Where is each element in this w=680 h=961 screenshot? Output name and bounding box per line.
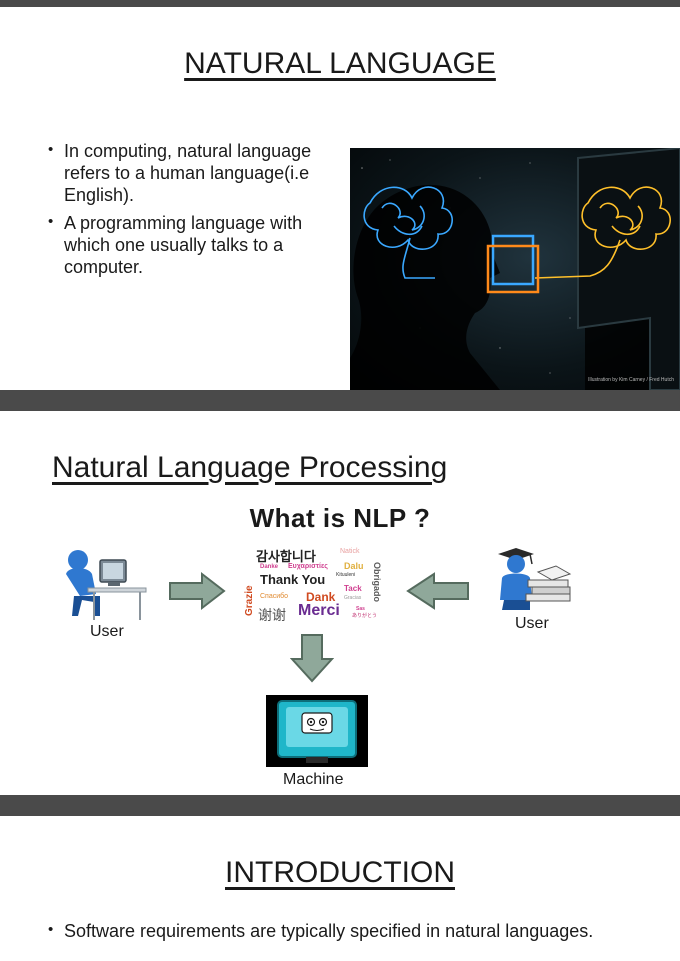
word-greek: Ευχαριστίες [288, 563, 328, 570]
slide-introduction: INTRODUCTION Software requirements are t… [0, 816, 680, 961]
thank-you-word-cloud: 감사합니다 Natick Danke Ευχαριστίες Dalu Than… [244, 546, 394, 626]
word-danke: Danke [260, 564, 279, 570]
slide-divider [0, 390, 680, 411]
top-bar [0, 0, 680, 7]
word-tack: Tack [344, 584, 362, 593]
user-label-right: User [515, 615, 549, 632]
word-gracias: Gracias [344, 595, 362, 601]
word-natick: Natick [340, 548, 360, 555]
arrow-right-icon [169, 571, 226, 611]
word-grazie: Grazie [244, 585, 255, 616]
image-credit: Illustration by Kim Carney / Fred Hutch [588, 377, 674, 383]
slide-nlp: Natural Language Processing What is NLP … [0, 411, 680, 795]
slide-natural-language: NATURAL LANGUAGE In computing, natural l… [0, 7, 680, 390]
word-dalu: Dalu [344, 561, 364, 571]
word-merci: Merci [298, 602, 340, 619]
word-obrigado: Obrigado [372, 562, 382, 602]
word-thank-you: Thank You [260, 572, 326, 587]
arrow-left-icon [406, 572, 469, 610]
word-dank: Dank [306, 590, 336, 604]
bullet-item: In computing, natural language refers to… [48, 139, 348, 206]
user-label-left: User [90, 623, 124, 640]
bullet-list: In computing, natural language refers to… [48, 139, 348, 284]
user-computer-icon [66, 550, 147, 620]
machine-computer-icon [266, 695, 368, 767]
slide-title: NATURAL LANGUAGE [184, 47, 496, 80]
word-arigato: ありがとう [352, 613, 378, 619]
slide-subtitle: What is NLP ? [249, 503, 431, 533]
word-sas: Sas [356, 606, 365, 612]
bullet-item: Software requirements are typically spec… [48, 919, 608, 942]
arrow-down-icon [290, 634, 334, 683]
word-xiexie: 谢谢 [258, 607, 286, 623]
word-korean: 감사합니다 [256, 549, 316, 564]
user-books-icon [498, 548, 572, 610]
brain-illustration-art [350, 148, 680, 390]
word-spasibo: Спасибо [260, 593, 289, 600]
bullet-item: A programming language with which one us… [48, 211, 348, 278]
machine-label: Machine [283, 771, 344, 788]
word-kituuleni: Kituuleni [336, 572, 356, 578]
bullet-list: Software requirements are typically spec… [48, 919, 608, 948]
slide-title: INTRODUCTION [225, 856, 455, 889]
slide-title: Natural Language Processing [52, 451, 448, 484]
brain-illustration: Illustration by Kim Carney / Fred Hutch [350, 148, 680, 390]
slide-divider [0, 795, 680, 816]
